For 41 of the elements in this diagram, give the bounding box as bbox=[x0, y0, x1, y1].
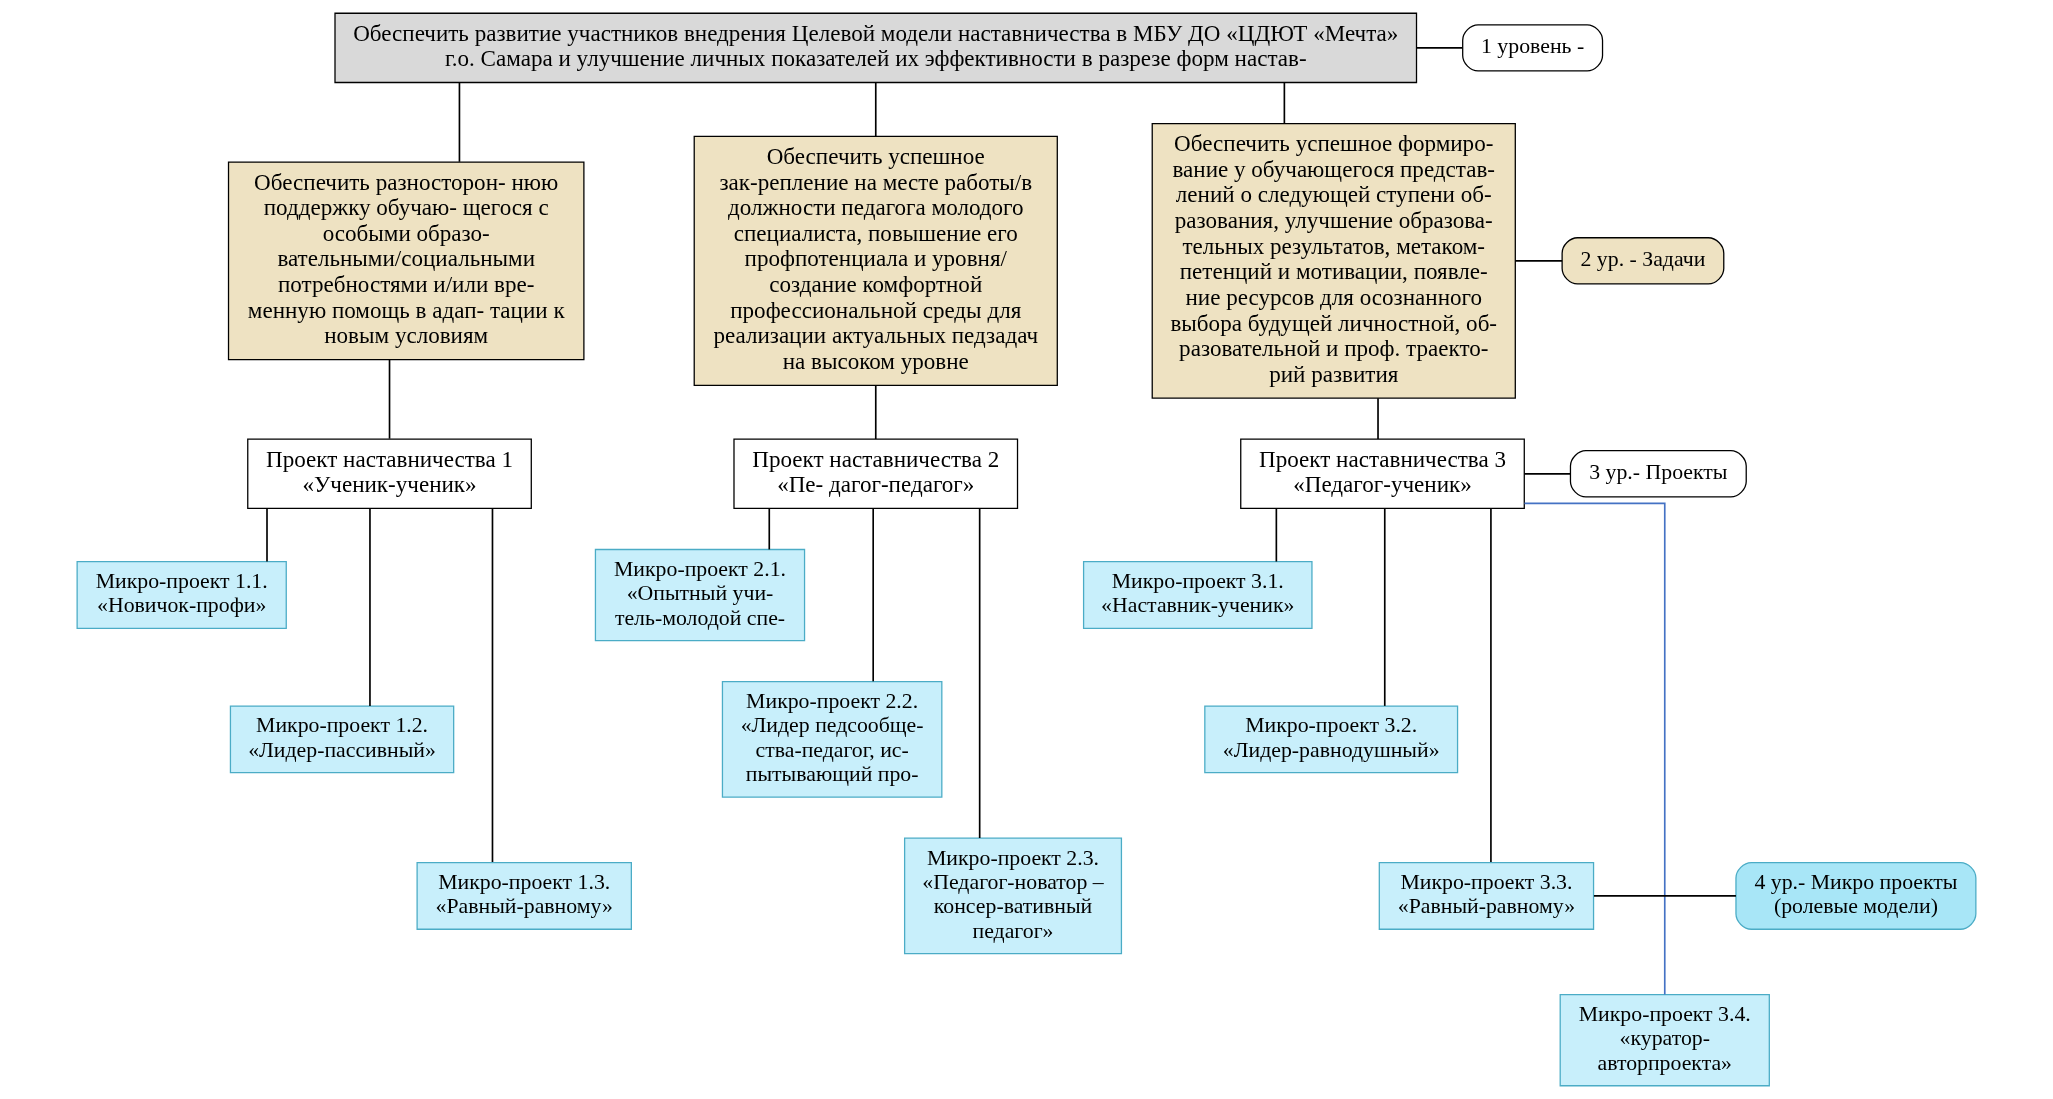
node-box: Проект наставничества 2 «Пе- дагог-педагог» bbox=[733, 438, 1019, 510]
node-box: Микро-проект 3.4. «куратор- авторпроекта» bbox=[1559, 994, 1770, 1087]
node-box: Микро-проект 3.2. «Лидер-равнодушный» bbox=[1204, 705, 1459, 774]
connector bbox=[388, 359, 391, 440]
connector bbox=[872, 507, 875, 683]
node-box: Обеспечить развитие участников внедрения Целевой модели наставничества в МБУ ДО «ЦДЮТ «Мечта» г.о. Самара и улучшение личных показателей их эффективности в разрезе форм настав- bbox=[334, 12, 1418, 84]
connector bbox=[1523, 472, 1572, 475]
connector bbox=[768, 507, 771, 551]
connector bbox=[1377, 397, 1379, 440]
node-box: Микро-проект 3.3. «Равный-равному» bbox=[1378, 861, 1595, 930]
connector bbox=[1383, 507, 1386, 707]
node-box: Микро-проект 1.3. «Равный-равному» bbox=[416, 861, 632, 930]
connector bbox=[266, 507, 268, 563]
connector bbox=[1275, 507, 1278, 563]
connector bbox=[874, 81, 877, 138]
connector bbox=[978, 507, 981, 839]
connector bbox=[1490, 507, 1492, 863]
node-box: Проект наставничества 1 «Ученик-ученик» bbox=[247, 438, 532, 510]
node-box: Микро-проект 2.3. «Педагог-новатор – консер-вативный педагог» bbox=[904, 837, 1123, 955]
node-box: Микро-проект 2.2. «Лидер педсообще- ства-педагог, ис- пытывающий про- bbox=[721, 681, 943, 798]
connector bbox=[1283, 81, 1286, 125]
node-box: Микро-проект 1.2. «Лидер-пассивный» bbox=[229, 705, 455, 774]
connector bbox=[1514, 260, 1563, 262]
connector bbox=[1523, 502, 1666, 996]
connector bbox=[874, 384, 877, 440]
node-box: Микро-проект 3.1. «Наставник-ученик» bbox=[1082, 561, 1313, 630]
node-box: Микро-проект 2.1. «Опытный учи- тель-молодой спе- bbox=[594, 548, 806, 642]
connector bbox=[491, 507, 494, 863]
connector bbox=[1593, 895, 1737, 897]
node-box: Микро-проект 1.1. «Новичок-профи» bbox=[76, 561, 287, 630]
node-box: 2 ур. - Задачи bbox=[1561, 237, 1725, 285]
connector bbox=[369, 507, 371, 707]
node-box: Обеспечить разносторон- нюю поддержку обучаю- щегося с особыми образо- вательными/социальными потребностями и/или вре- менную помощь в адап- тации к новым условиям bbox=[227, 161, 585, 361]
node-box: Обеспечить успешное зак-репление на месте работы/в должности педагога молодого специалиста, повышение его профпотенциала и уровня/ создание комфортной профессиональной среды для реализации актуальных педзадач на высоком уровне bbox=[693, 135, 1058, 386]
node-box: 4 ур.- Микро проекты (ролевые модели) bbox=[1735, 861, 1977, 930]
node-box: 3 ур.- Проекты bbox=[1569, 450, 1747, 498]
node-box: Обеспечить успешное формиро- вание у обучающегося представ- лений о следующей ступени об- разования, улучшение образова- тельных результатов, метаком- петенций и мотивации, появле- ние ресурсов для осознанного выбора будущей личностной, об- разовательной и проф. траекто- рий развития bbox=[1151, 122, 1516, 399]
connector bbox=[458, 81, 461, 163]
node-box: Проект наставничества 3 «Педагог-ученик» bbox=[1240, 438, 1525, 510]
node-box: 1 уровень - bbox=[1462, 24, 1604, 72]
connector bbox=[1415, 47, 1464, 49]
